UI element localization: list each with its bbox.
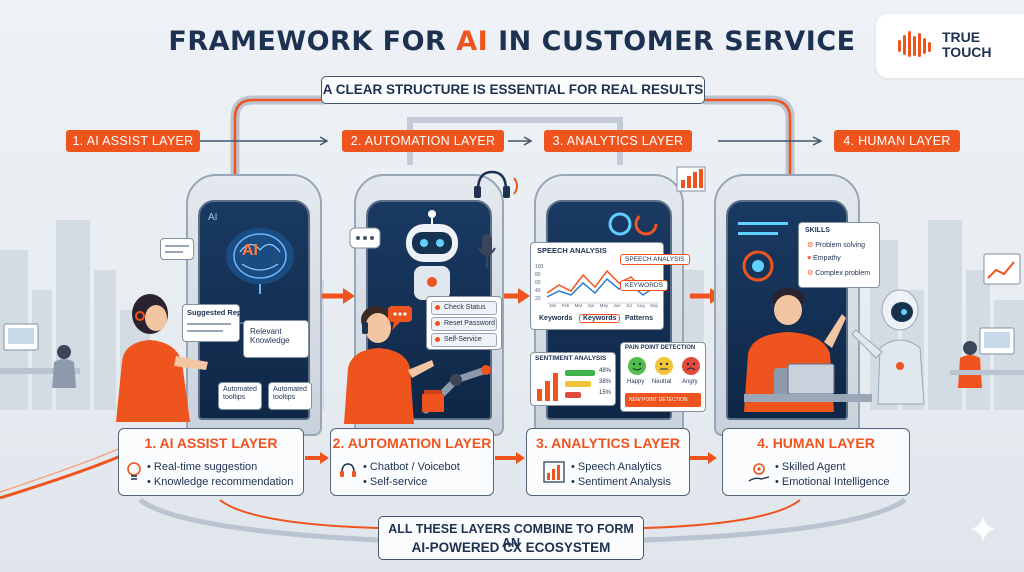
- pain-alert-bar: NEW POINT DETECTION: [625, 393, 701, 407]
- card-human-layer: 4. HUMAN LAYER • Skilled Agent • Emotion…: [722, 428, 910, 496]
- ecosystem-banner: ALL THESE LAYERS COMBINE TO FORM AN AI-P…: [378, 516, 644, 560]
- bar-chart-icon: [676, 166, 706, 192]
- tag-human-layer: 4. HUMAN LAYER: [834, 130, 960, 152]
- card-analytics-item-1: • Speech Analytics: [571, 461, 662, 473]
- robotic-arm-illustration: [422, 365, 491, 414]
- agent-woman-illustration: [116, 294, 208, 422]
- ai-big-label: AI: [242, 242, 258, 259]
- human-screen-gauge-icon: [742, 250, 774, 282]
- card-analytics-item-2: • Sentiment Analysis: [571, 476, 671, 488]
- tooltip-label-2: Automated tooltips: [273, 386, 307, 401]
- card-analytics-title: 3. ANALYTICS LAYER: [536, 435, 680, 451]
- background-office-desk: [0, 323, 80, 388]
- filter-patterns[interactable]: Patterns: [625, 315, 654, 322]
- microphone-icon: [478, 234, 496, 268]
- relevant-knowledge-label: Relevant Knowledge: [250, 327, 290, 345]
- card-automation-item-2: • Self-service: [363, 476, 428, 488]
- background-office-desk-right: [950, 327, 1024, 388]
- headset-small-icon: [340, 463, 356, 477]
- relevant-knowledge-panel: Relevant Knowledge: [243, 320, 309, 358]
- card-automation-item-1: • Chatbot / Voicebot: [363, 461, 460, 473]
- keywords-callout: KEYWORDS: [620, 280, 668, 291]
- face-happy-label: Happy: [627, 379, 645, 385]
- face-angry-label: Angry: [682, 379, 698, 385]
- pain-point-title: PAIN POINT DETECTION: [625, 345, 696, 351]
- customer-man-illustration: [344, 306, 434, 424]
- sentiment-analysis-panel: SENTIMENT ANALYSIS 48% 38% 15%: [530, 352, 616, 406]
- floating-chat-panel: [160, 238, 194, 260]
- pain-point-panel: PAIN POINT DETECTION Happy Neutral Angry…: [620, 342, 706, 412]
- card-human-item-1: • Skilled Agent: [775, 461, 846, 473]
- sentiment-positive-value: 48%: [599, 368, 612, 374]
- card-ai-assist-layer: 1. AI ASSIST LAYER • Real-time suggestio…: [118, 428, 304, 496]
- skills-title: SKILLS: [805, 227, 830, 234]
- card-ai-assist-title: 1. AI ASSIST LAYER: [144, 435, 278, 451]
- banner-line-1: ALL THESE LAYERS COMBINE TO FORM AN: [388, 522, 634, 550]
- banner-line-2: AI-POWERED CX ECOSYSTEM: [411, 540, 611, 555]
- tooltip-label-1: Automated tooltips: [223, 386, 257, 401]
- ai-small-label: AI: [208, 212, 218, 223]
- headset-icon: [474, 170, 518, 198]
- chat-bubble-icon: [349, 227, 381, 249]
- sentiment-title: SENTIMENT ANALYSIS: [535, 355, 607, 362]
- tooltip-panel-2: Automated tooltips: [268, 382, 312, 410]
- speech-bubble-icon: [388, 306, 412, 330]
- lightbulb-icon: [127, 462, 141, 480]
- skill-problem-solving: ⚙ Problem solving: [807, 242, 866, 249]
- sentiment-bar-icon: [537, 373, 558, 401]
- card-human-item-2: • Emotional Intelligence: [775, 476, 890, 488]
- skills-panel: SKILLS ⚙ Problem solving ♥ Empathy ⚙ Com…: [798, 222, 880, 288]
- ai-brain-icon: [226, 228, 294, 294]
- analytics-chart-icon: [543, 461, 565, 483]
- suggested-reply-panel: Suggested Reply: [182, 304, 248, 342]
- card-automation-layer: 2. AUTOMATION LAYER • Chatbot / Voicebot…: [330, 428, 494, 496]
- option-reset-password[interactable]: Reset Password: [431, 317, 497, 331]
- speech-analysis-title: SPEECH ANALYSIS: [537, 246, 607, 255]
- filter-keywords-2[interactable]: Keywords: [579, 314, 621, 323]
- x-axis-ticks: Jan Feb Mar Apr May Jun Jul Aug Sep: [549, 303, 658, 308]
- tag-ai-assist-layer: 1. AI ASSIST LAYER: [66, 130, 200, 152]
- sentiment-negative-value: 15%: [599, 390, 612, 396]
- tooltip-panel-1: Automated tooltips: [218, 382, 262, 410]
- suggested-reply-label: Suggested Reply: [187, 308, 248, 317]
- option-check-status[interactable]: Check Status: [431, 301, 497, 315]
- wall-chart-icon: [983, 253, 1021, 285]
- subtitle: A CLEAR STRUCTURE IS ESSENTIAL FOR REAL …: [321, 76, 705, 104]
- sentiment-neutral-value: 38%: [599, 379, 612, 385]
- tag-automation-layer: 2. AUTOMATION LAYER: [342, 130, 504, 152]
- card-human-title: 4. HUMAN LAYER: [757, 435, 875, 451]
- skill-complex-problem: ⚙ Complex problem: [807, 270, 871, 277]
- card-ai-assist-item-2: • Knowledge recommendation: [147, 476, 294, 488]
- gear-hand-icon: [748, 463, 770, 482]
- option-self-service[interactable]: Self-Service: [431, 333, 497, 347]
- sentiment-faces-icons: [628, 357, 700, 375]
- card-ai-assist-item-1: • Real-time suggestion: [147, 461, 258, 473]
- tag-analytics-layer: 3. ANALYTICS LAYER: [544, 130, 692, 152]
- robot-icon: [406, 210, 458, 300]
- agent-laptop-desk: [744, 363, 872, 402]
- card-analytics-layer: 3. ANALYTICS LAYER • Speech Analytics • …: [526, 428, 690, 496]
- speech-analysis-callout: SPEECH ANALYSIS: [620, 254, 690, 265]
- brand-wave-icon: [898, 31, 931, 57]
- gauge-icons: [608, 212, 658, 236]
- face-neutral-label: Neutral: [652, 379, 672, 385]
- sparkle-icon: [970, 516, 996, 542]
- filter-keywords-1[interactable]: Keywords: [539, 315, 573, 322]
- card-automation-title: 2. AUTOMATION LAYER: [332, 435, 492, 451]
- self-service-options-panel: Check Status Reset Password Self-Service: [426, 296, 502, 350]
- humanoid-robot-illustration: [851, 289, 925, 405]
- skill-empathy: ♥ Empathy: [807, 255, 841, 262]
- page-title: FRAMEWORK FOR AI IN CUSTOMER SERVICE: [168, 26, 856, 57]
